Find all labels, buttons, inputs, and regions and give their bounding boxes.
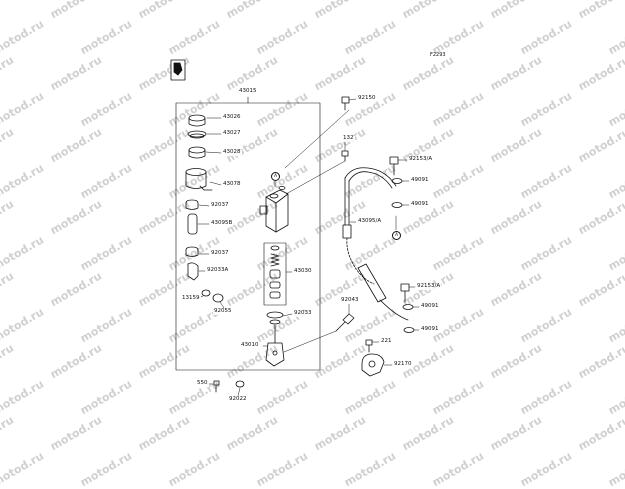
part-label-132[interactable]: 132 [342,135,355,142]
small-bolt [341,150,349,162]
front-arrow-icon [170,59,186,81]
clevis-pin [335,313,355,332]
part-label-92150[interactable]: 92150 [357,95,377,102]
washer-b [391,202,403,208]
banjo-bolt-bottom [400,283,410,303]
part-label-43015[interactable]: 43015 [238,88,258,95]
push-rod [265,324,285,367]
reference-mark-a-1: A [271,172,280,181]
reservoir [185,168,213,191]
reservoir-hose [187,213,198,235]
washer-a [391,178,403,184]
o-ring-large [212,293,224,303]
diaphragm-plate [188,146,206,159]
part-label-92055[interactable]: 92055 [213,308,233,315]
part-label-49091-c[interactable]: 49091 [420,303,440,310]
drawing-code: F2293 [430,52,446,58]
part-label-43028[interactable]: 43028 [222,149,242,156]
hose-clamp-bracket [361,339,385,377]
washer-92022 [235,380,245,388]
brake-hose [342,167,409,321]
part-label-92033a[interactable]: 92033A [206,267,230,274]
part-label-92153a-bottom[interactable]: 92153/A [416,283,442,290]
diaphragm [187,130,207,139]
mounting-bolt [341,96,350,111]
part-label-92170[interactable]: 92170 [393,361,413,368]
part-label-43026[interactable]: 43026 [222,114,242,121]
part-label-92153a-top[interactable]: 92153/A [408,156,434,163]
part-label-49091-b[interactable]: 49091 [410,201,430,208]
reference-mark-a-2: A [392,231,401,240]
part-label-49091-a[interactable]: 49091 [410,177,430,184]
washer-c [402,304,414,310]
hose-clamp-lower [185,246,199,257]
washer-d [403,327,415,333]
hose-clamp-upper [185,199,199,210]
part-label-92043[interactable]: 92043 [340,297,360,304]
part-label-43010[interactable]: 43010 [240,342,260,349]
dust-boot [266,311,284,325]
part-label-49091-d[interactable]: 49091 [420,326,440,333]
banjo-bolt-top [389,156,399,176]
assembly-bracket [175,102,321,371]
part-label-550[interactable]: 550 [196,380,209,387]
part-label-13159[interactable]: 13159 [181,295,201,302]
piston-kit [263,242,287,306]
part-label-43095b[interactable]: 43095B [210,220,234,227]
part-label-43030[interactable]: 43030 [293,268,313,275]
part-label-92033[interactable]: 92033 [293,310,313,317]
reservoir-cap [188,114,206,127]
diagram-drawing [170,59,420,397]
part-label-221[interactable]: 221 [380,338,393,345]
part-label-92022[interactable]: 92022 [228,396,248,403]
hose-joint [187,262,199,281]
o-ring-small [201,289,211,297]
master-cylinder-body [259,186,289,233]
part-label-92037-upper[interactable]: 92037 [210,202,230,209]
part-label-43078[interactable]: 43078 [222,181,242,188]
part-label-43027[interactable]: 43027 [222,130,242,137]
part-label-43095a[interactable]: 43095/A [357,218,383,225]
part-label-92037-lower[interactable]: 92037 [210,250,230,257]
bolt-550 [213,380,220,393]
